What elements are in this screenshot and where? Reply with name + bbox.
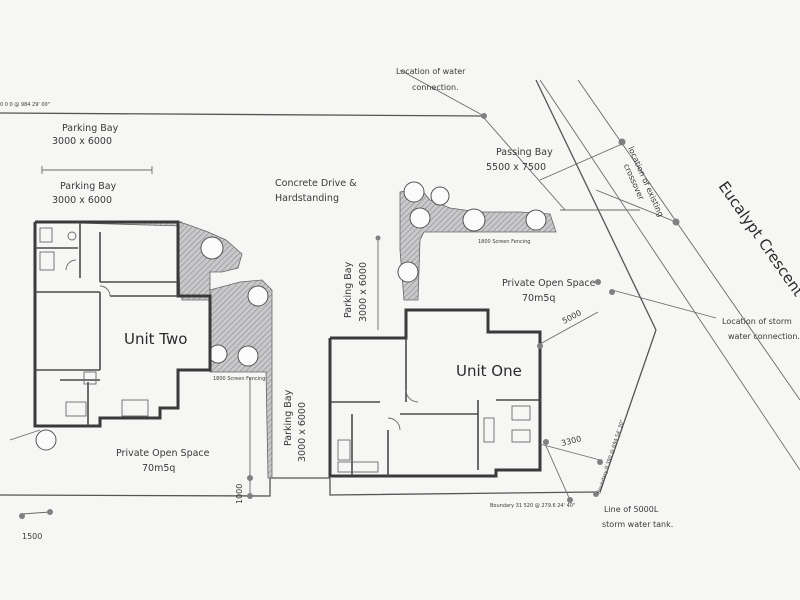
tree-icon bbox=[430, 186, 450, 206]
survey-point bbox=[247, 493, 253, 499]
survey-point bbox=[595, 279, 601, 285]
storm-connection-label-2: water connection. bbox=[728, 332, 800, 341]
unit-two-building bbox=[33, 220, 212, 428]
tree-icon bbox=[35, 429, 57, 451]
screen-fencing-top-label: 1800 Screen Fencing bbox=[478, 239, 530, 245]
parking-bay-top-dims: 3000 x 6000 bbox=[52, 136, 112, 147]
private-open-space-right-area: 70m5q bbox=[522, 293, 555, 304]
parking-bay-vertical-right-title: Parking Bay bbox=[343, 261, 354, 318]
concrete-drive-label-1: Concrete Drive & bbox=[275, 178, 357, 189]
survey-point bbox=[481, 113, 487, 119]
tree-icon bbox=[247, 285, 269, 307]
storm-connection-label-1: Location of storm bbox=[722, 317, 792, 326]
parking-bay-vertical-center-dims: 3000 x 6000 bbox=[297, 402, 308, 462]
street-name-label: Eucalypt Crescent bbox=[715, 178, 800, 300]
parking-bay-vertical-right-dims: 3000 x 6000 bbox=[358, 262, 369, 322]
survey-point bbox=[609, 289, 615, 295]
passing-bay-title: Passing Bay bbox=[496, 147, 553, 158]
tree-icon bbox=[208, 344, 228, 364]
storm-tank-label-1: Line of 5000L bbox=[604, 505, 659, 514]
tree-icon bbox=[409, 207, 431, 229]
tree-icon bbox=[237, 345, 259, 367]
dimension-1500-label: 1500 bbox=[22, 532, 42, 541]
site-boundaries bbox=[0, 79, 800, 497]
water-connection-label-1: Location of water bbox=[396, 67, 466, 76]
unit-two-label: Unit Two bbox=[124, 330, 187, 348]
tree-icon bbox=[462, 208, 486, 232]
parking-bay-top-title: Parking Bay bbox=[62, 123, 119, 134]
dimension-1000-label: 1000 bbox=[235, 484, 244, 504]
passing-bay-dims: 5500 x 7500 bbox=[486, 162, 546, 173]
unit-one-building bbox=[328, 308, 542, 478]
survey-point bbox=[19, 513, 25, 519]
private-open-space-left-title: Private Open Space bbox=[116, 448, 210, 459]
private-open-space-left-area: 70m5q bbox=[142, 463, 175, 474]
survey-point bbox=[618, 138, 626, 146]
dimension-lines bbox=[9, 69, 717, 515]
survey-point bbox=[593, 491, 599, 497]
survey-point bbox=[375, 235, 381, 241]
storm-tank-label-2: storm water tank. bbox=[602, 520, 673, 529]
survey-point bbox=[47, 509, 53, 515]
survey-point bbox=[597, 459, 603, 465]
trees bbox=[35, 181, 547, 451]
survey-point bbox=[672, 218, 680, 226]
parking-bay-vertical-center-title: Parking Bay bbox=[283, 389, 294, 446]
tree-icon bbox=[200, 236, 224, 260]
tree-icon bbox=[397, 261, 419, 283]
boundary-bottom-label: Boundary 31 520 @ 279.6 24' 40" bbox=[490, 503, 575, 509]
concrete-drive-label-2: Hardstanding bbox=[275, 193, 339, 204]
survey-points bbox=[19, 113, 680, 519]
dimension-5000-label: 5000 bbox=[561, 308, 583, 326]
tree-icon bbox=[403, 181, 425, 203]
survey-point bbox=[537, 343, 543, 349]
boundary-top-label: 0 0 0 @ 984 29' 00" bbox=[0, 102, 50, 108]
unit-one-label: Unit One bbox=[456, 362, 522, 380]
dimension-3300-label: 3300 bbox=[560, 434, 582, 448]
screen-fencing-left-label: 1800 Screen Fencing bbox=[213, 376, 265, 382]
parking-bay-second-dims: 3000 x 6000 bbox=[52, 195, 112, 206]
survey-point bbox=[543, 439, 549, 445]
parking-bay-second-title: Parking Bay bbox=[60, 181, 117, 192]
tree-icon bbox=[525, 209, 547, 231]
survey-point bbox=[567, 497, 573, 503]
boundary-right-label: Boundary 9 390 @ 694 54' 30" bbox=[596, 419, 626, 494]
private-open-space-right-title: Private Open Space bbox=[502, 278, 596, 289]
survey-point bbox=[247, 475, 253, 481]
water-connection-label-2: connection. bbox=[412, 83, 459, 92]
